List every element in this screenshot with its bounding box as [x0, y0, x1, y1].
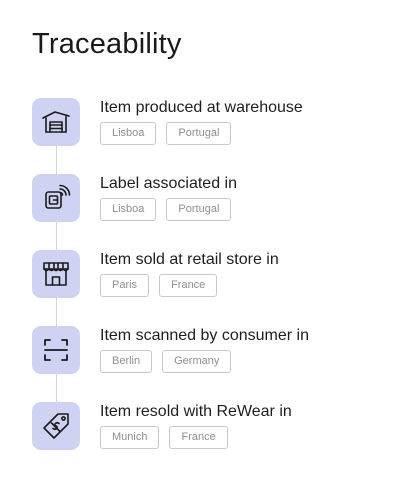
- price-tag-icon: [32, 402, 80, 450]
- city-tag: Lisboa: [100, 122, 157, 145]
- traceability-timeline: Item produced at warehouse Lisboa Portug…: [32, 98, 372, 478]
- city-tag: Paris: [100, 274, 150, 297]
- timeline-event-resold: Item resold with ReWear in Munich France: [32, 402, 372, 478]
- timeline-event-scan: Item scanned by consumer in Berlin Germa…: [32, 326, 372, 402]
- event-title: Label associated in: [100, 175, 237, 192]
- scan-icon: [32, 326, 80, 374]
- city-tag: Berlin: [100, 350, 153, 373]
- timeline-event-label: Label associated in Lisboa Portugal: [32, 174, 372, 250]
- event-title: Item produced at warehouse: [100, 99, 303, 116]
- event-title: Item scanned by consumer in: [100, 327, 309, 344]
- city-tag: Munich: [100, 426, 160, 449]
- timeline-event-retail: Item sold at retail store in Paris Franc…: [32, 250, 372, 326]
- country-tag: Portugal: [166, 198, 232, 221]
- country-tag: France: [169, 426, 228, 449]
- timeline-connector: [55, 374, 57, 402]
- store-icon: [32, 250, 80, 298]
- timeline-event-warehouse: Item produced at warehouse Lisboa Portug…: [32, 98, 372, 174]
- timeline-connector: [55, 222, 57, 250]
- event-title: Item sold at retail store in: [100, 251, 279, 268]
- city-tag: Lisboa: [100, 198, 157, 221]
- country-tag: France: [159, 274, 218, 297]
- timeline-connector: [55, 298, 57, 326]
- country-tag: Portugal: [166, 122, 232, 145]
- timeline-connector: [55, 146, 57, 174]
- nfc-label-icon: [32, 174, 80, 222]
- country-tag: Germany: [162, 350, 232, 373]
- event-title: Item resold with ReWear in: [100, 403, 292, 420]
- warehouse-icon: [32, 98, 80, 146]
- page-title: Traceability: [32, 28, 182, 60]
